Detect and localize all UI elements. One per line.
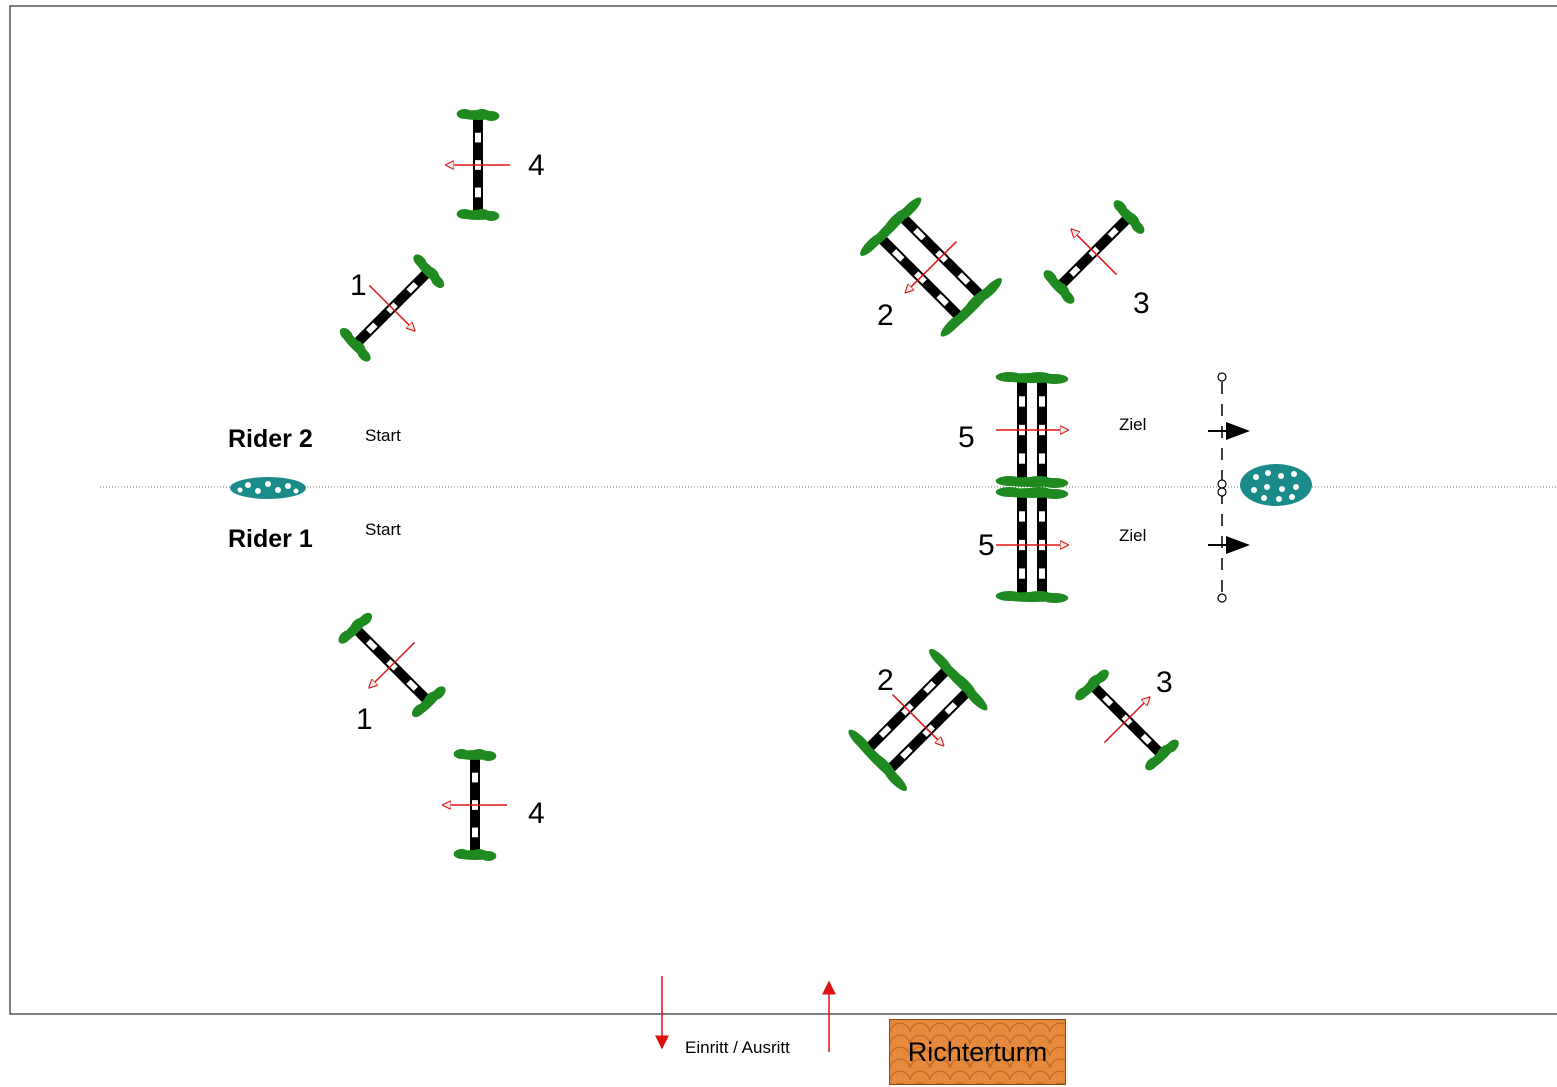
fence-foliage: [1075, 669, 1109, 701]
fence-foliage: [1113, 200, 1145, 234]
fence-foliage: [1145, 739, 1179, 771]
finish-label-top: Ziel: [1119, 415, 1146, 434]
fence-number-bottom-2: 2: [877, 664, 894, 697]
fence-number-bottom-3: 3: [1156, 666, 1173, 699]
fence-foliage: [411, 686, 446, 718]
rider-1-start-label: Start: [365, 520, 401, 539]
rider-2-label: Rider 2: [228, 425, 313, 453]
fence-foliage: [995, 487, 1069, 499]
fence-foliage: [860, 197, 922, 256]
fence-number-bottom-4: 4: [528, 797, 545, 830]
fence-number-bottom-1: 1: [356, 703, 373, 736]
finish-arrow-bottom: [1208, 536, 1250, 554]
fences-layer: [338, 109, 1179, 861]
fence-top-3: [1043, 200, 1145, 304]
fence-foliage: [848, 729, 907, 791]
direction-arrow: [1103, 697, 1149, 744]
fence-number-top-2: 2: [877, 299, 894, 332]
fence-foliage: [940, 278, 1002, 337]
fence-number-bottom-5: 5: [978, 529, 995, 562]
fence-foliage: [995, 476, 1069, 488]
entrance-label: Einritt / Ausritt: [685, 1038, 790, 1057]
flower-box-start: [230, 477, 306, 499]
direction-arrow: [369, 641, 416, 687]
fence-bottom-5: [995, 487, 1069, 603]
fence-number-top-4: 4: [528, 149, 545, 182]
fence-foliage: [413, 254, 445, 289]
direction-arrow: [1071, 229, 1118, 276]
fence-top-4: [446, 109, 510, 221]
fence-number-top-3: 3: [1133, 287, 1150, 320]
direction-arrow: [906, 241, 957, 293]
fence-number-top-5: 5: [958, 421, 975, 454]
fence-foliage: [929, 649, 988, 711]
fence-bottom-3: [1075, 669, 1179, 771]
fence-top-2: [860, 197, 1002, 337]
direction-arrow: [892, 694, 944, 746]
finish-arrow-top: [1208, 422, 1250, 440]
rider-2-start-label: Start: [365, 426, 401, 445]
fence-bottom-2: [848, 649, 988, 791]
finish-label-bottom: Ziel: [1119, 526, 1146, 545]
fence-foliage: [338, 612, 373, 644]
finish-line: [1208, 372, 1250, 603]
fence-foliage: [1043, 270, 1075, 304]
fence-foliage: [453, 749, 497, 761]
fence-foliage: [339, 327, 371, 362]
fence-bottom-1: [338, 612, 446, 718]
fence-foliage: [995, 372, 1069, 384]
fence-foliage: [995, 591, 1069, 603]
fence-foliage: [453, 849, 497, 861]
fence-foliage: [456, 109, 500, 121]
fence-top-1: [339, 254, 445, 362]
rider-1-label: Rider 1: [228, 525, 313, 553]
fence-foliage: [456, 209, 500, 221]
flower-box-finish: [1240, 464, 1312, 506]
fence-bottom-4: [443, 749, 507, 861]
direction-arrow: [368, 284, 414, 330]
fence-number-top-1: 1: [350, 269, 367, 302]
fence-top-5: [995, 372, 1069, 488]
judges-tower-label: Richterturm: [907, 1036, 1048, 1067]
arena-border: [9, 5, 1557, 1015]
judges-tower: Richterturm: [889, 1019, 1066, 1085]
